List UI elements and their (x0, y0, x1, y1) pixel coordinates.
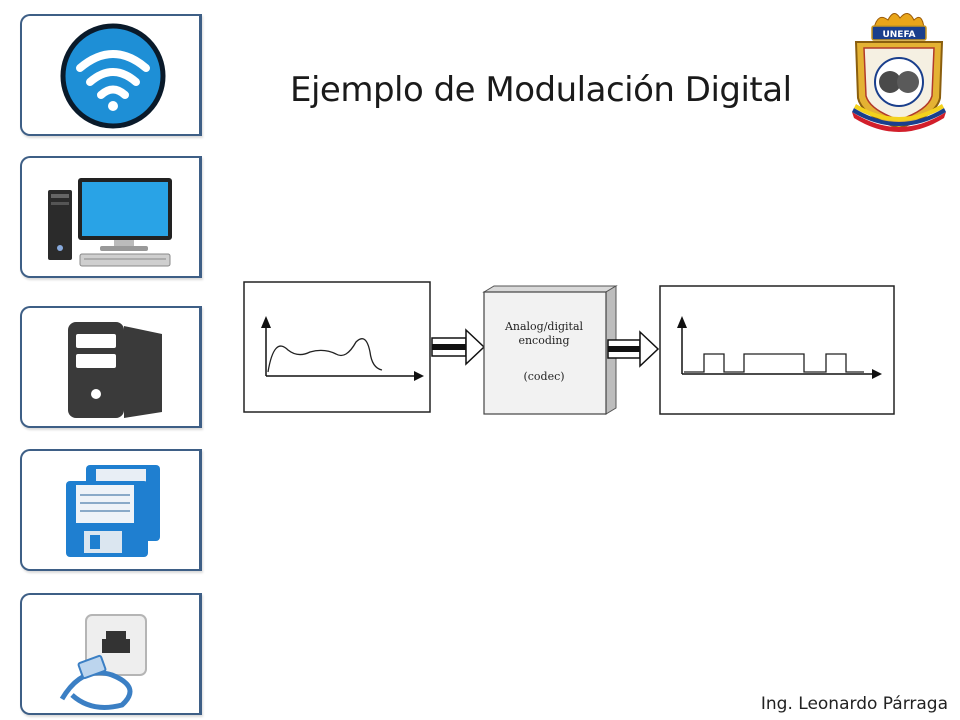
codec-label-line2: encoding (518, 334, 569, 347)
sidebar-tile-computer[interactable] (20, 156, 202, 278)
slide-title: Ejemplo de Modulación Digital (290, 70, 792, 110)
digital-signal-panel (659, 285, 895, 415)
logo-banner-text: UNEFA (882, 30, 915, 40)
modulation-diagram: Analog/digital encoding (codec) (243, 281, 895, 415)
codec-block: Analog/digital encoding (codec) (482, 285, 618, 415)
wifi-icon (60, 23, 166, 129)
arrow-to-digital (607, 330, 660, 368)
unefa-logo: UNEFA (848, 8, 948, 142)
sidebar-tile-floppy[interactable] (20, 449, 202, 571)
codec-label-line1: Analog/digital (504, 320, 584, 333)
sidebar-tile-wifi[interactable] (20, 14, 202, 136)
desktop-computer-icon (48, 178, 172, 267)
sidebar-tile-ethernet[interactable] (20, 593, 202, 715)
analog-signal-panel (243, 281, 431, 413)
codec-label-line3: (codec) (523, 370, 564, 383)
server-tower-icon (68, 322, 162, 418)
ethernet-port-icon (59, 614, 147, 710)
floppy-disks-icon (66, 465, 160, 557)
arrow-to-codec (431, 328, 486, 366)
author-credit: Ing. Leonardo Párraga (760, 694, 948, 714)
sidebar-tile-server[interactable] (20, 306, 202, 428)
